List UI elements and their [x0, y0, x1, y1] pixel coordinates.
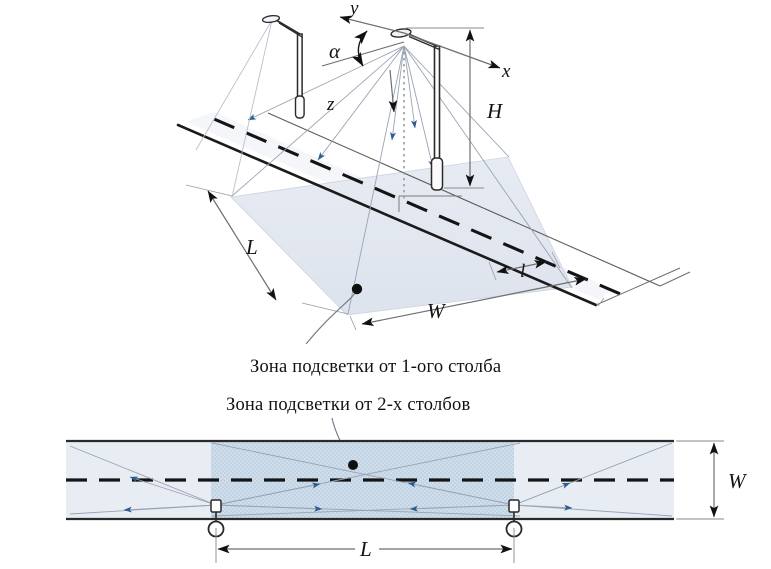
- ray-3: [390, 45, 405, 141]
- dimension-l-overhang: l: [488, 251, 561, 282]
- plan-rays-left-pole: [69, 442, 521, 517]
- plan-ray-l6: [215, 482, 321, 506]
- plan-ray-r4: [409, 504, 515, 512]
- light-rays-left-pole: [195, 19, 273, 198]
- plan-ray-r2: [407, 481, 515, 506]
- road-edge-near: [176, 123, 598, 307]
- plan-L-label-bg: [355, 538, 379, 560]
- ray-5: [403, 45, 435, 169]
- marker-dot-perspective: [351, 283, 363, 295]
- pole-left: [261, 14, 305, 119]
- alpha-label: α: [329, 39, 341, 63]
- pole-right-mast: [433, 45, 441, 173]
- ray-edge-right: [403, 45, 573, 289]
- road-edge-far: [267, 112, 661, 287]
- dimension-W-plan: W: [676, 440, 748, 520]
- plan-view: L W: [66, 439, 748, 563]
- dimension-W-perspective: W: [349, 277, 605, 331]
- left-ray-1: [195, 19, 273, 151]
- plan-ray-r7: [513, 504, 673, 517]
- W-dim-line: [361, 277, 587, 326]
- axis-y-label: y: [348, 0, 359, 19]
- axis-x-label: x: [501, 61, 511, 82]
- plan-ray-l1: [69, 445, 217, 506]
- pole-left-arm-2: [278, 22, 303, 38]
- l-dim-line: [496, 260, 547, 274]
- alpha-arc: [351, 30, 368, 67]
- W-label: W: [427, 299, 447, 323]
- pole-right-arm-2: [408, 35, 440, 51]
- pole-left-arm: [275, 19, 301, 35]
- plan-pole-left-head: [210, 499, 222, 513]
- dimension-H: H: [406, 27, 504, 189]
- L-ext-bottom: [301, 302, 349, 315]
- l-ext-right: [551, 251, 561, 269]
- perspective-view: y x z α H L: [176, 0, 691, 345]
- plan-ray-r6: [513, 482, 571, 506]
- axis-x-line: [403, 32, 501, 69]
- ray-edge-left: [231, 45, 405, 197]
- plan-W-label: W: [728, 469, 748, 493]
- plan-ray-l8: [215, 504, 323, 512]
- ray-edge-far: [403, 45, 510, 158]
- axis-y-line: [339, 15, 405, 34]
- W-ext-left: [349, 315, 357, 331]
- light-rays-perspective: [231, 45, 573, 315]
- ray-2: [317, 45, 405, 161]
- pole-right-base: [430, 157, 444, 191]
- dimension-L-plan: L: [215, 528, 515, 563]
- caption-single-pole: Зона подсветки от 1-ого столба: [250, 357, 501, 377]
- road-end-line-far: [659, 271, 691, 287]
- plan-ray-l2: [129, 476, 217, 506]
- road-centerline: [213, 117, 626, 298]
- plan-ray-r8: [513, 504, 573, 511]
- marker-dot-plan: [348, 460, 358, 470]
- H-label: H: [486, 99, 504, 123]
- plan-rays-right-pole: [211, 442, 673, 517]
- L-label: L: [245, 235, 258, 259]
- l-label: l: [520, 261, 525, 282]
- axis-system: y x z α: [321, 0, 511, 115]
- left-ray-2: [231, 19, 273, 198]
- ray-edge-near: [347, 45, 405, 315]
- axis-z-line: [388, 69, 398, 113]
- L-dim-line: [207, 190, 277, 301]
- caption-two-poles: Зона подсветки от 2-х столбов: [226, 395, 470, 415]
- axis-z-label: z: [326, 94, 335, 115]
- plan-ray-l4: [123, 504, 217, 513]
- pole-left-luminaire: [261, 14, 281, 24]
- ray-4: [403, 45, 417, 129]
- road-end-line-near: [595, 267, 681, 306]
- plan-pole-right-head: [508, 499, 520, 513]
- ray-1: [247, 45, 405, 121]
- W-ext-right: [597, 297, 605, 307]
- pole-left-base: [294, 95, 305, 119]
- dimension-L-perspective: L: [185, 184, 349, 315]
- l-ext-left: [488, 261, 497, 281]
- plan-L-label: L: [359, 537, 372, 561]
